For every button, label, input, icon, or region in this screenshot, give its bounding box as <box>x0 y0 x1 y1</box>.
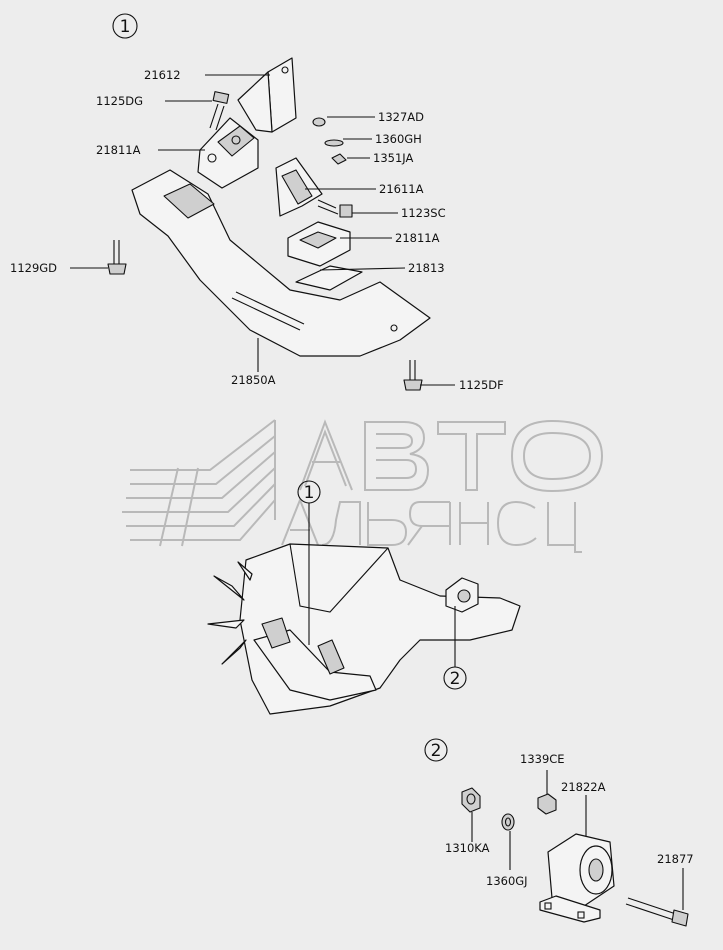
crossmember-21850A <box>131 169 431 357</box>
callout-number: 2 <box>431 741 442 761</box>
bolt-1125DG <box>209 91 230 131</box>
bolt-1129GD <box>107 240 127 275</box>
nut-1339CE <box>537 793 557 815</box>
nut-1310KA <box>461 787 481 813</box>
label-1360GJ: 1360GJ <box>486 874 528 888</box>
label-21811A-top: 21811A <box>96 143 141 157</box>
label-21611A: 21611A <box>379 182 424 196</box>
callout-circle-2-bottom: 2 <box>424 738 448 762</box>
label-21813: 21813 <box>408 261 445 275</box>
washer-1360GJ <box>501 813 515 831</box>
part-labels: 21612 1125DG 21811A 1327AD 1360GH 1351JA… <box>10 68 694 888</box>
bolt-21877 <box>625 897 689 927</box>
nut-1351JA <box>331 153 347 165</box>
watermark-logo <box>122 419 604 553</box>
label-21612: 21612 <box>144 68 181 82</box>
label-21822A: 21822A <box>561 780 606 794</box>
bolt-1123SC <box>317 199 353 218</box>
callout-number: 2 <box>450 669 461 689</box>
insulator-21811A-top <box>197 117 259 189</box>
bolt-1125DF <box>403 360 423 391</box>
bracket-21612 <box>237 57 297 133</box>
label-21877: 21877 <box>657 852 694 866</box>
label-1129GD: 1129GD <box>10 261 57 275</box>
callout-circle-2-mid: 2 <box>443 666 467 690</box>
mount-21822A <box>539 833 615 923</box>
nut-1327AD <box>312 117 326 127</box>
transmission-assembly <box>207 543 521 715</box>
washer-1360GH <box>324 139 344 147</box>
label-1327AD: 1327AD <box>378 110 424 124</box>
callout-number: 1 <box>120 17 131 37</box>
callout-circle-1-top: 1 <box>112 13 138 39</box>
label-1125DG: 1125DG <box>96 94 143 108</box>
label-1339CE: 1339CE <box>520 752 565 766</box>
label-21850A: 21850A <box>231 373 276 387</box>
bracket-21611A <box>275 157 323 217</box>
label-1360GH: 1360GH <box>375 132 422 146</box>
label-1351JA: 1351JA <box>373 151 413 165</box>
label-21811A-low: 21811A <box>395 231 440 245</box>
leader-lines <box>70 74 684 910</box>
callout-number: 1 <box>304 483 315 503</box>
label-1125DF: 1125DF <box>459 378 504 392</box>
callout-circle-1-mid: 1 <box>297 480 321 504</box>
plate-21813 <box>295 265 363 291</box>
label-1310KA: 1310KA <box>445 841 490 855</box>
label-1123SC: 1123SC <box>401 206 446 220</box>
insulator-21811A-low <box>287 221 351 267</box>
